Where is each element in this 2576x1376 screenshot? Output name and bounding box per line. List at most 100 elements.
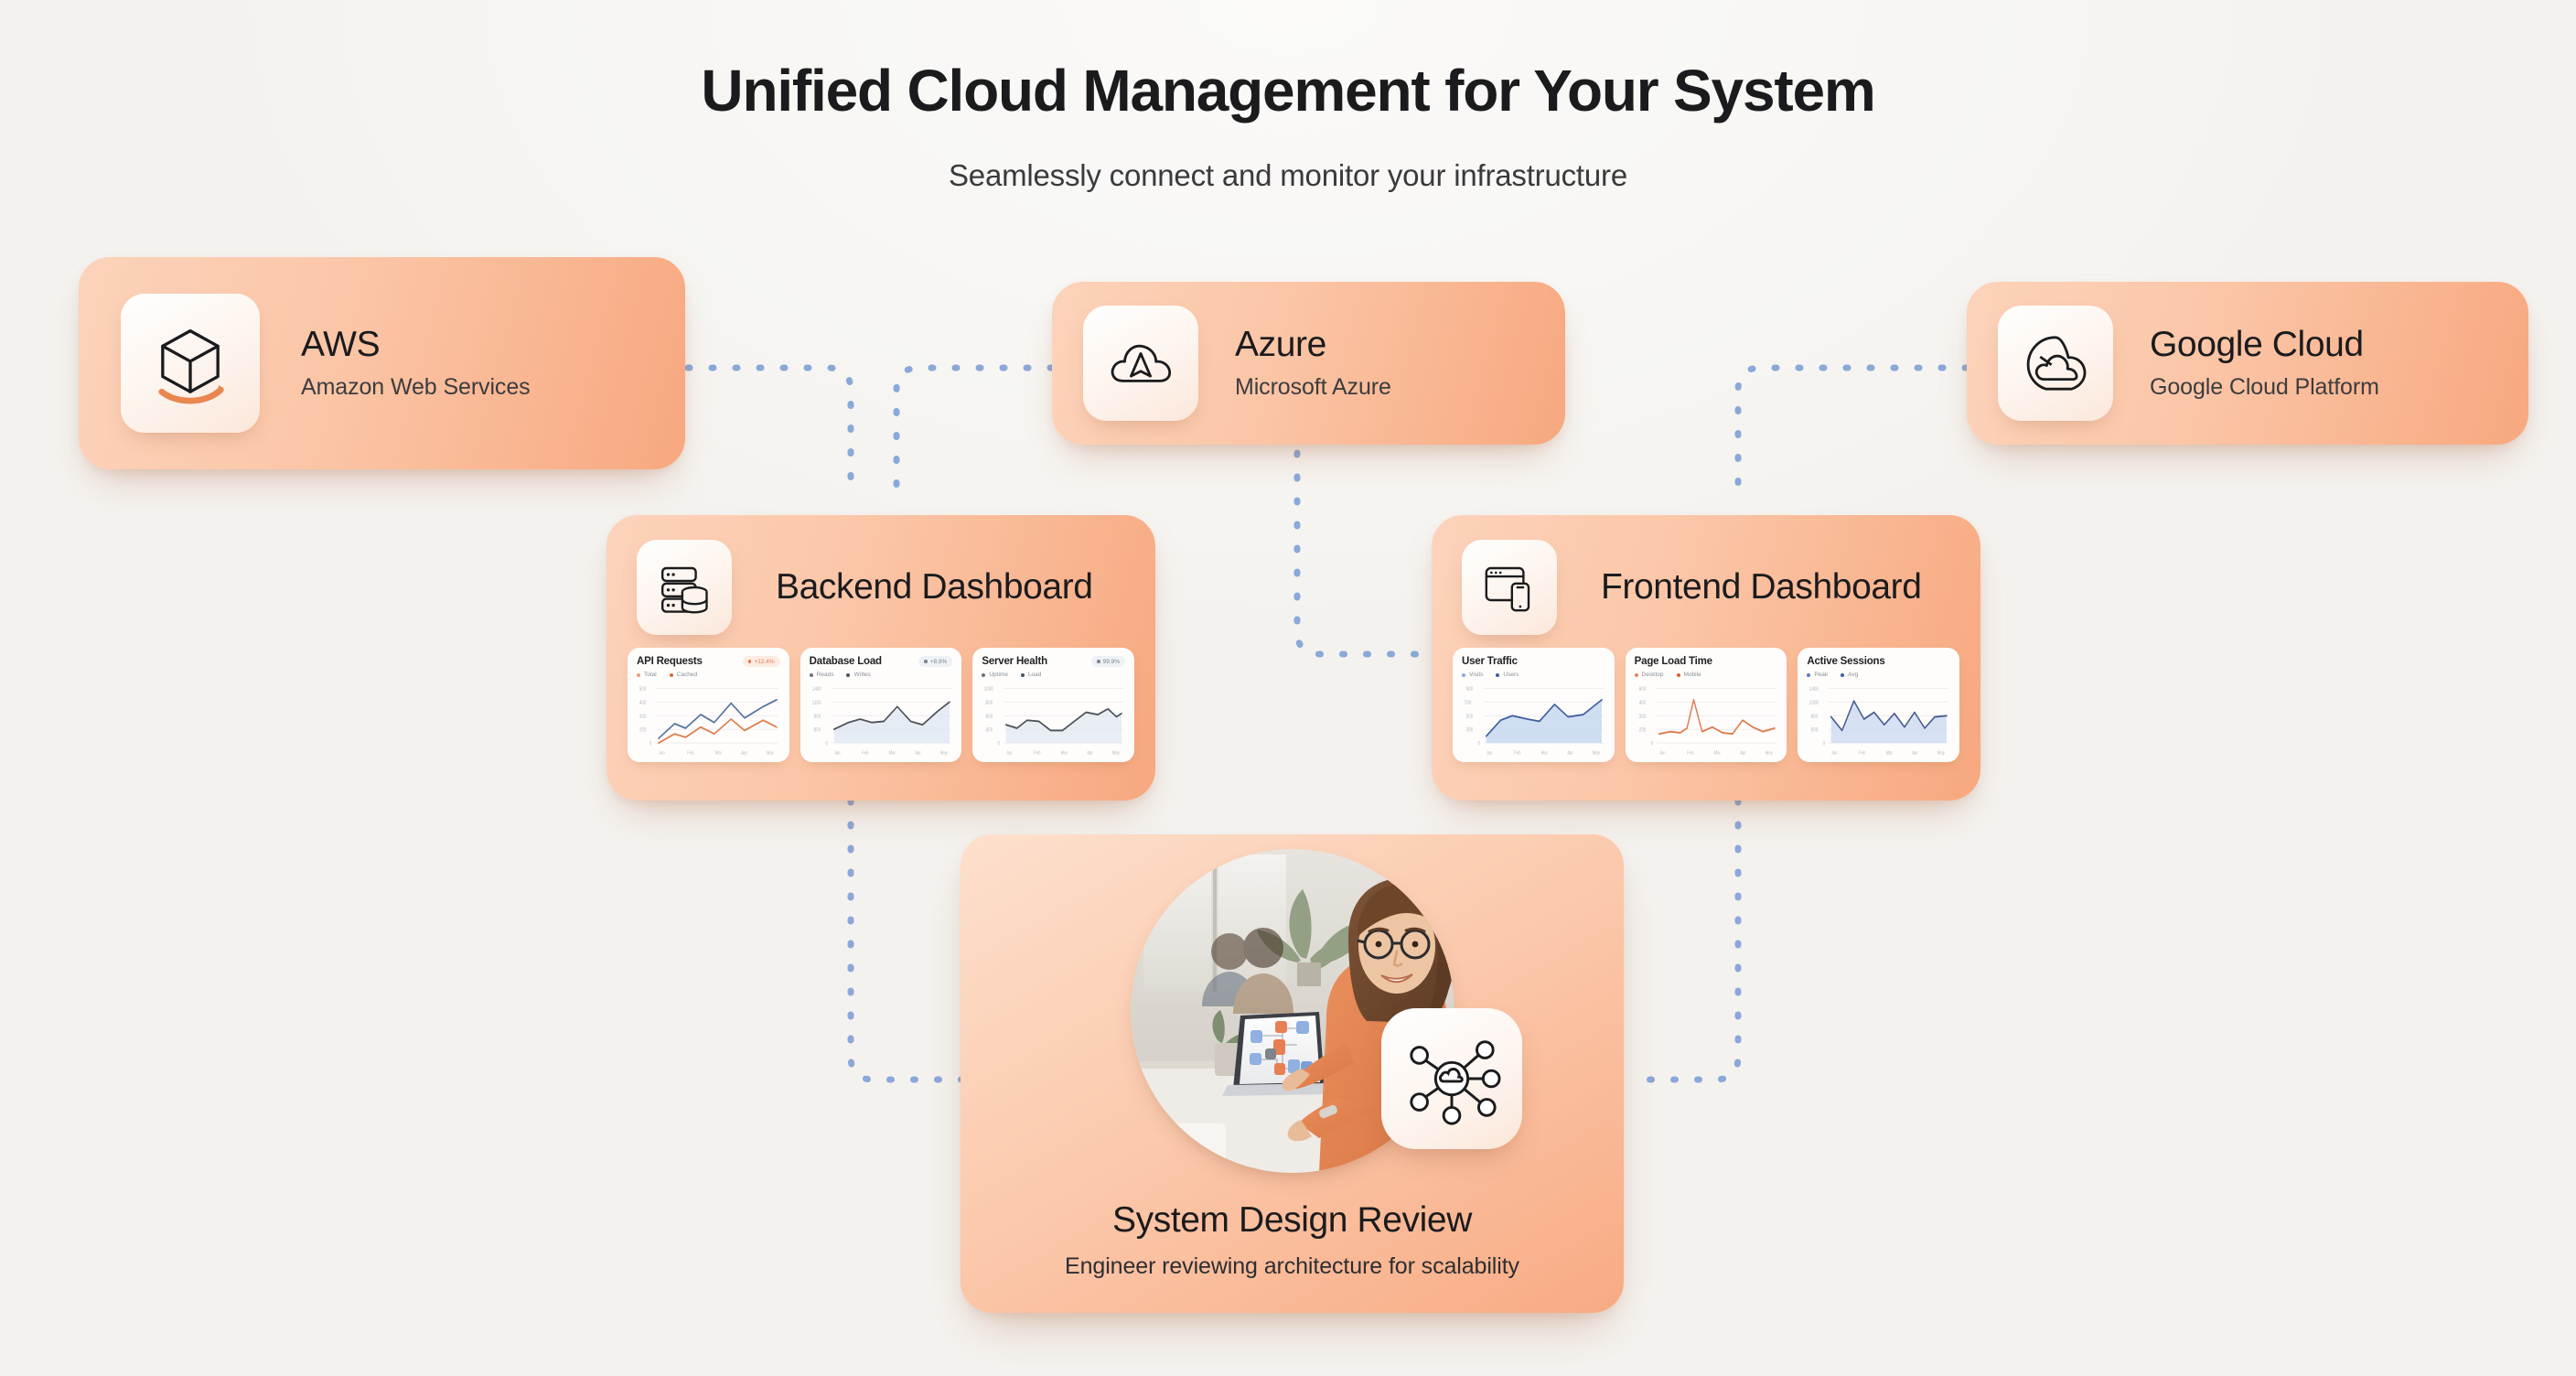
feature-title: System Design Review (1112, 1200, 1472, 1240)
connector-azure-backend (893, 364, 1056, 502)
provider-card-gcp[interactable]: Google Cloud Google Cloud Platform (1967, 282, 2528, 445)
svg-text:600: 600 (1638, 686, 1646, 693)
provider-card-aws[interactable]: AWS Amazon Web Services (79, 257, 685, 469)
svg-text:May: May (1937, 750, 1945, 757)
svg-text:600: 600 (1811, 727, 1819, 734)
mini-chart-badge: +12.4% (742, 656, 780, 667)
dashboard-card-frontend[interactable]: Frontend Dashboard User Traffic Visits U… (1432, 515, 1980, 801)
cloud-network-hub-icon (1380, 1008, 1522, 1149)
svg-text:200: 200 (1638, 727, 1646, 734)
dashboard-title-backend: Backend Dashboard (776, 567, 1093, 607)
svg-text:Jan: Jan (1831, 750, 1838, 757)
svg-text:300: 300 (1466, 727, 1474, 734)
svg-text:900: 900 (813, 714, 821, 720)
svg-text:Jan: Jan (1006, 750, 1013, 757)
svg-text:Mar: Mar (1886, 750, 1894, 757)
connector-frontend-feature (1625, 797, 1742, 1083)
server-database-icon (637, 540, 732, 635)
svg-text:Apr: Apr (915, 750, 921, 757)
mini-chart-title: API Requests (637, 656, 703, 667)
svg-text:Mar: Mar (1541, 750, 1549, 757)
svg-text:Jan: Jan (659, 750, 665, 757)
svg-text:May: May (1112, 750, 1120, 757)
svg-text:May: May (1766, 750, 1773, 757)
dashboard-card-backend[interactable]: Backend Dashboard API Requests +12.4% To… (606, 515, 1155, 801)
svg-text:1100: 1100 (811, 700, 821, 706)
svg-text:800: 800 (1811, 714, 1819, 720)
svg-text:0: 0 (649, 741, 652, 747)
provider-sub-azure: Microsoft Azure (1235, 374, 1391, 401)
svg-text:0: 0 (825, 741, 828, 747)
svg-text:600: 600 (813, 727, 821, 734)
svg-text:Feb: Feb (1687, 750, 1693, 757)
provider-sub-gcp: Google Cloud Platform (2150, 374, 2379, 401)
aws-cube-icon (121, 294, 260, 433)
svg-text:0: 0 (1823, 741, 1826, 747)
svg-text:200: 200 (639, 727, 647, 734)
svg-text:0: 0 (1478, 741, 1481, 747)
badge-value: +12.4% (754, 658, 775, 665)
svg-text:500: 500 (639, 686, 647, 693)
legend-item: Writes (846, 672, 871, 678)
legend-item: Mobile (1676, 672, 1701, 678)
svg-text:1000: 1000 (984, 686, 993, 693)
svg-text:0: 0 (998, 741, 1001, 747)
svg-text:Feb: Feb (687, 750, 693, 757)
badge-value: +8.9% (929, 658, 948, 665)
svg-text:Jan: Jan (833, 750, 840, 757)
provider-title-gcp: Google Cloud (2150, 324, 2364, 364)
svg-text:1400: 1400 (811, 686, 821, 693)
svg-text:400: 400 (1638, 700, 1646, 706)
mini-chart-badge: +8.9% (918, 656, 953, 667)
svg-text:Apr: Apr (1567, 750, 1573, 757)
svg-text:300: 300 (639, 714, 647, 720)
svg-text:Mar: Mar (888, 750, 896, 757)
provider-title-azure: Azure (1235, 324, 1326, 364)
svg-text:1000: 1000 (1809, 700, 1819, 706)
feature-subtitle: Engineer reviewing architecture for scal… (1065, 1253, 1519, 1279)
svg-text:Apr: Apr (1913, 750, 1919, 757)
connector-gcp-frontend (1734, 364, 1970, 502)
svg-text:Jan: Jan (1658, 750, 1665, 757)
browser-mobile-icon (1462, 540, 1557, 635)
mini-chart-plot: 1400 1000 800 600 0 Jan Feb Mar Apr May (1809, 686, 1949, 757)
svg-text:300: 300 (1638, 714, 1646, 720)
provider-card-azure[interactable]: Azure Microsoft Azure (1052, 282, 1565, 445)
legend-item: Load (1020, 672, 1041, 678)
connector-backend-feature (847, 797, 973, 1083)
svg-text:Apr: Apr (741, 750, 747, 757)
page-subtitle: Seamlessly connect and monitor your infr… (948, 158, 1627, 192)
svg-text:Feb: Feb (1514, 750, 1520, 757)
legend-item: Avg (1841, 672, 1858, 678)
mini-chart-title: Page Load Time (1634, 656, 1712, 667)
svg-text:500: 500 (1466, 714, 1474, 720)
svg-text:400: 400 (639, 700, 647, 706)
svg-text:Mar: Mar (715, 750, 723, 757)
svg-text:Feb: Feb (1859, 750, 1865, 757)
mini-chart-title: Active Sessions (1807, 656, 1885, 667)
svg-text:1400: 1400 (1809, 686, 1819, 693)
svg-text:900: 900 (1466, 686, 1474, 693)
legend-item: Cached (669, 672, 697, 678)
mini-chart-page-load-time[interactable]: Page Load Time Desktop Mobile 600 400 300… (1625, 648, 1787, 762)
feature-card-system-design-review[interactable]: System Design Review Engineer reviewing … (961, 834, 1624, 1313)
provider-sub-aws: Amazon Web Services (301, 374, 531, 401)
svg-text:600: 600 (986, 714, 993, 720)
svg-text:Feb: Feb (1034, 750, 1040, 757)
mini-chart-title: Database Load (809, 656, 882, 667)
legend-item: Peak (1807, 672, 1828, 678)
svg-text:0: 0 (1650, 741, 1653, 747)
mini-chart-active-sessions[interactable]: Active Sessions Peak Avg 1400 1000 800 600… (1798, 648, 1960, 762)
legend-item: Desktop (1634, 672, 1664, 678)
legend-item: Uptime (982, 672, 1008, 678)
legend-item: Users (1496, 672, 1519, 678)
